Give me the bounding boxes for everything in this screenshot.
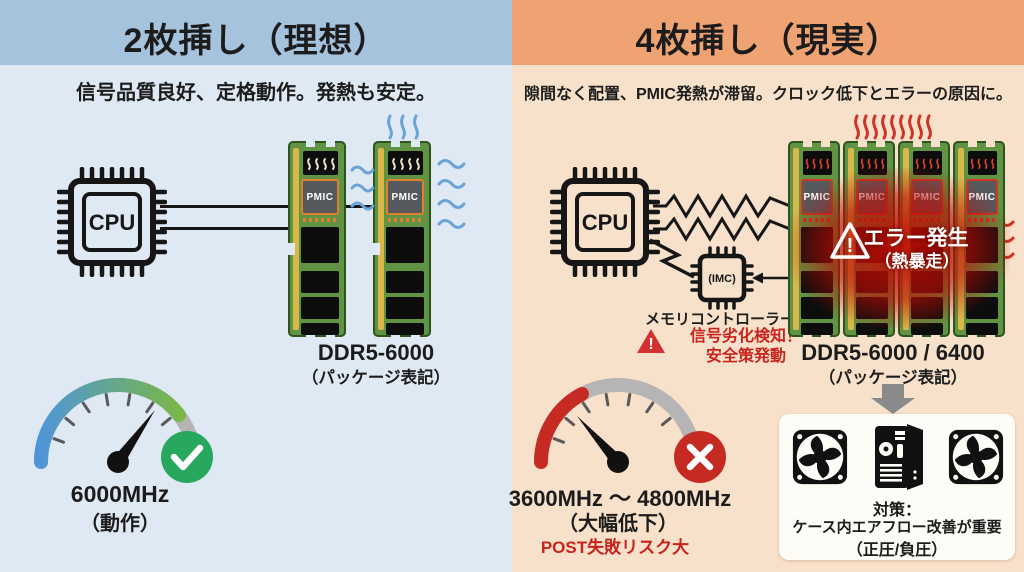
spd-chip <box>388 151 423 175</box>
gold-edge <box>293 148 299 330</box>
pmic-chip: PMIC <box>301 179 339 215</box>
speed-gauge-ideal <box>34 377 213 483</box>
left-title: 2枚挿し（理想） <box>123 22 389 60</box>
remedy-box: 対策： ケース内エアフロー改善が重要 （正圧/負圧） <box>779 414 1015 560</box>
svg-text:!: ! <box>847 235 854 257</box>
error-line2: （熱暴走） <box>874 252 960 271</box>
heat-glow <box>788 168 1010 328</box>
down-arrow-icon <box>882 384 904 398</box>
case-fan-icon <box>792 429 848 485</box>
gold-edge <box>378 148 384 330</box>
cpu-label: CPU <box>89 210 135 235</box>
dram-chip <box>386 227 424 263</box>
dram-chip <box>301 227 339 263</box>
pc-case-icon <box>875 424 923 490</box>
right-module-label: DDR5-6000 / 6400 <box>801 340 985 365</box>
svg-text:!: ! <box>648 336 653 353</box>
signal-alert: ! 信号劣化検知！ 安全策発動 <box>636 327 826 367</box>
ram-stick: PMIC <box>373 141 431 337</box>
remedy-line2: ケース内エアフロー改善が重要 <box>792 519 1002 536</box>
right-header-band <box>512 0 1024 65</box>
right-title: 4枚挿し（現実） <box>635 22 901 60</box>
heat-steam-icon <box>854 114 932 140</box>
alert-line1: 信号劣化検知！ <box>689 328 802 345</box>
cpu-icon: CPU <box>57 167 167 277</box>
left-module-sublabel: （パッケージ表記） <box>301 369 451 387</box>
gauge-ticks <box>552 393 672 444</box>
fail-badge <box>674 431 726 483</box>
dram-chip <box>301 323 339 335</box>
post-risk-note: POST失敗リスク大 <box>540 538 690 557</box>
left-module-label: DDR5-6000 <box>317 340 435 365</box>
spd-chip <box>303 151 338 175</box>
dram-chip <box>386 323 424 335</box>
cpu-icon: CPU <box>550 167 660 277</box>
bus-wire <box>160 205 291 208</box>
imc-chip-icon: (IMC) <box>690 246 754 310</box>
gauge-ticks <box>52 393 172 444</box>
left-subtitle: 信号品質良好、定格動作。発熱も安定。 <box>76 82 436 104</box>
cpu-label: CPU <box>582 210 628 235</box>
dram-chip <box>301 271 339 293</box>
bus-wire <box>160 227 291 230</box>
error-triangle-icon: ! <box>830 222 870 259</box>
left-speed-value: 6000MHz <box>70 481 170 507</box>
right-module-sublabel: （パッケージ表記） <box>818 369 968 387</box>
remedy-line1: 対策： <box>872 502 921 519</box>
bus-wire <box>344 205 375 208</box>
right-speed-note: （大幅低下） <box>558 513 678 535</box>
error-line1: エラー発生 <box>863 227 969 250</box>
check-badge <box>161 431 213 483</box>
gauge-needle <box>113 410 155 466</box>
remedy-line3: （正圧/負圧） <box>846 542 948 559</box>
left-header-band <box>0 0 512 65</box>
left-speed-note: （動作） <box>80 513 160 535</box>
right-speed-value: 3600MHz ～ 4800MHz <box>508 486 732 511</box>
ram-stick: PMIC <box>288 141 346 337</box>
feedback-arrow <box>752 272 792 284</box>
alert-line2: 安全策発動 <box>705 348 786 365</box>
panel-four-dimm-reality: 4枚挿し（現実） 隙間なく配置、PMIC発熱が滞留。クロック低下とエラーの原因に… <box>509 0 1024 572</box>
right-subtitle: 隙間なく配置、PMIC発熱が滞留。クロック低下とエラーの原因に。 <box>523 86 1012 103</box>
imc-label: (IMC) <box>708 273 736 285</box>
dram-chip <box>386 297 424 319</box>
dram-chip <box>386 271 424 293</box>
imc-caption: メモリコントローラー <box>644 311 795 328</box>
pmic-chip: PMIC <box>386 179 424 215</box>
case-fan-icon <box>948 429 1004 485</box>
warning-triangle-icon: ! <box>637 329 665 353</box>
speed-gauge-degraded <box>534 378 726 483</box>
dram-chip <box>301 297 339 319</box>
panel-two-dimm-ideal: 2枚挿し（理想） 信号品質良好、定格動作。発熱も安定。 CPU <box>0 0 512 572</box>
